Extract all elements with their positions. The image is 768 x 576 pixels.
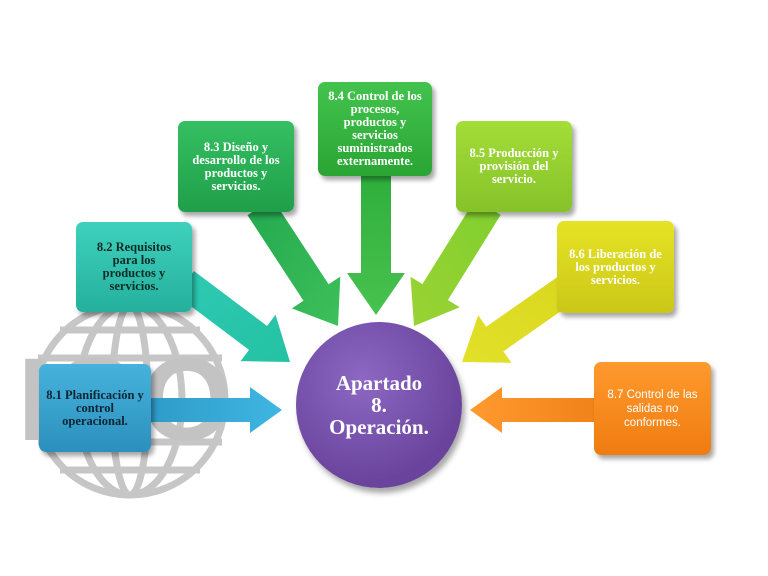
arrow-8-3 xyxy=(247,198,341,326)
text-line: 8.6 Liberación de xyxy=(569,246,662,261)
text-line: servicios. xyxy=(591,272,640,287)
text-line: productos y xyxy=(343,115,407,129)
text-line: desarrollo de los xyxy=(192,152,280,167)
arrow-8-5 xyxy=(410,199,501,326)
text-line: control xyxy=(76,400,114,415)
text-line: 8.2 Requisitos xyxy=(96,240,172,254)
text-line: productos y xyxy=(102,266,166,280)
text-line: 8.5 Producción y xyxy=(469,146,559,160)
arrow-8-2 xyxy=(176,271,290,362)
text-line: 8.1 Planificación y xyxy=(46,387,144,402)
text-line: 8. xyxy=(371,393,387,417)
text-line: productos y xyxy=(204,165,268,180)
text-line: servicios. xyxy=(211,178,261,193)
text-line: servicio. xyxy=(491,172,537,186)
text-line: 8.3 Diseño y xyxy=(203,139,269,154)
arrow-8-1 xyxy=(150,387,282,433)
arrow-8-7 xyxy=(470,387,598,433)
text-line: para los xyxy=(112,253,156,267)
text-line: conformes. xyxy=(624,416,681,429)
text-line: suministrados xyxy=(337,141,413,155)
arrow-8-4 xyxy=(347,172,405,315)
arrow-8-6 xyxy=(462,270,584,363)
text-line: Apartado xyxy=(335,371,423,395)
text-line: provisión del xyxy=(479,159,549,173)
text-line: 8.7 Control de las xyxy=(607,388,698,401)
text-line: procesos, xyxy=(350,102,400,116)
text-line: externamente. xyxy=(336,154,413,168)
text-line: los productos y xyxy=(575,259,656,274)
text-line: operacional. xyxy=(62,413,128,428)
text-line: Operación. xyxy=(329,415,429,439)
text-line: servicios xyxy=(352,128,398,142)
text-line: 8.4 Control de los xyxy=(328,89,422,103)
text-line: servicios. xyxy=(109,279,159,293)
text-line: salidas no xyxy=(626,402,679,415)
